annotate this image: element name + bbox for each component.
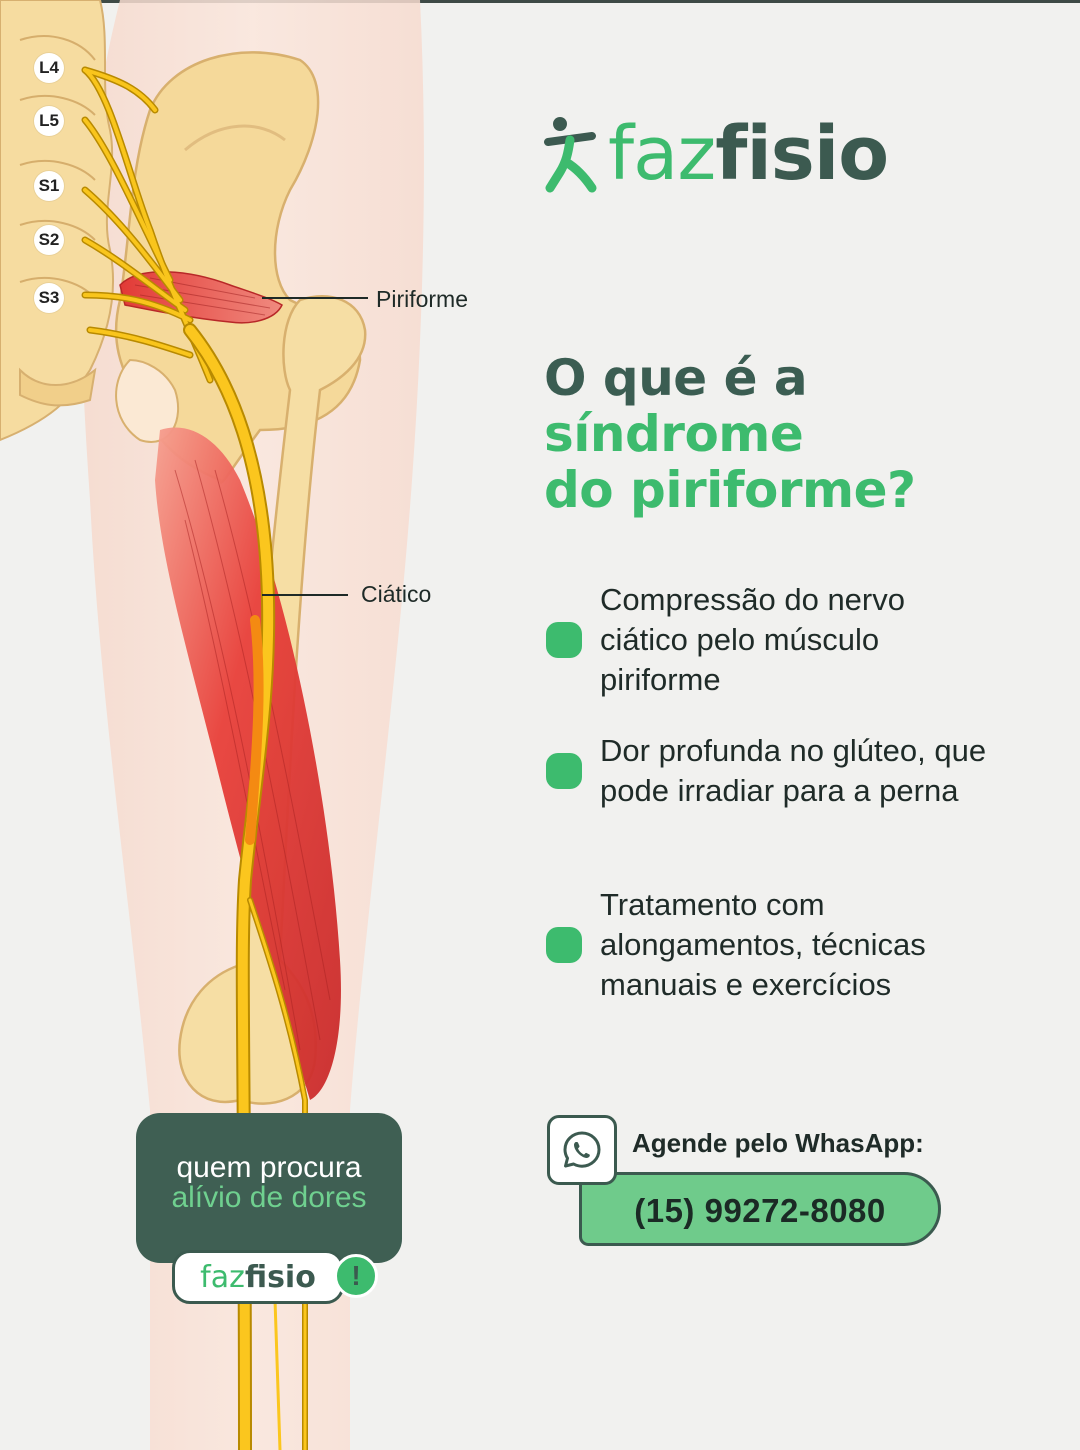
tagline-line-1: quem procura xyxy=(176,1151,362,1184)
anatomy-illustration xyxy=(0,0,424,1450)
vertebra-label-l4: L4 xyxy=(34,53,64,83)
phone-number-button[interactable]: (15) 99272-8080 xyxy=(579,1172,941,1246)
badge-fisio: fisio xyxy=(244,1259,316,1295)
bullet-marker xyxy=(546,927,582,963)
whatsapp-button[interactable] xyxy=(547,1115,617,1185)
headline: O que é a síndrome do piriforme? xyxy=(544,350,916,518)
bullet-text: Dor profunda no glúteo, que pode irradia… xyxy=(600,733,987,808)
headline-line-2: síndrome xyxy=(544,405,804,463)
bullet-item: Tratamento com alongamentos, técnicas ma… xyxy=(546,885,1000,1005)
exclamation-icon: ! xyxy=(334,1254,378,1298)
bullet-marker xyxy=(546,622,582,658)
piriforme-label: Piriforme xyxy=(376,286,469,312)
vertebra-label-s1: S1 xyxy=(34,171,64,201)
ciatico-label: Ciático xyxy=(361,581,432,607)
bullet-item: Compressão do nervo ciático pelo músculo… xyxy=(546,580,1000,700)
tagline-line-2: alívio de dores xyxy=(171,1181,367,1214)
badge-faz: faz xyxy=(200,1259,245,1295)
whatsapp-icon xyxy=(563,1131,601,1168)
tagline-card: quem procura alívio de dores xyxy=(136,1113,402,1263)
bullet-text: Compressão do nervo ciático pelo músculo… xyxy=(600,582,905,697)
vertebra-label-s3: S3 xyxy=(34,283,64,313)
headline-line-3: do piriforme? xyxy=(544,461,916,519)
sacrum-bone xyxy=(0,0,115,442)
bullet-text: Tratamento com alongamentos, técnicas ma… xyxy=(600,887,926,1002)
person-stretch-icon xyxy=(544,117,597,193)
brand-faz: faz xyxy=(608,111,716,197)
vertebra-label-l5: L5 xyxy=(34,106,64,136)
bullet-item: Dor profunda no glúteo, que pode irradia… xyxy=(546,731,1000,811)
sciatic-nerve xyxy=(183,323,308,1450)
brand-logo: fazfisio xyxy=(544,112,889,196)
brand-wordmark: fazfisio xyxy=(608,117,889,191)
bullet-marker xyxy=(546,753,582,789)
whatsapp-label: Agende pelo WhasApp: xyxy=(632,1128,924,1158)
headline-line-1: O que é a xyxy=(544,349,808,407)
brand-fisio: fisio xyxy=(715,111,889,197)
vertebra-label-s2: S2 xyxy=(34,225,64,255)
top-border xyxy=(0,0,1080,3)
